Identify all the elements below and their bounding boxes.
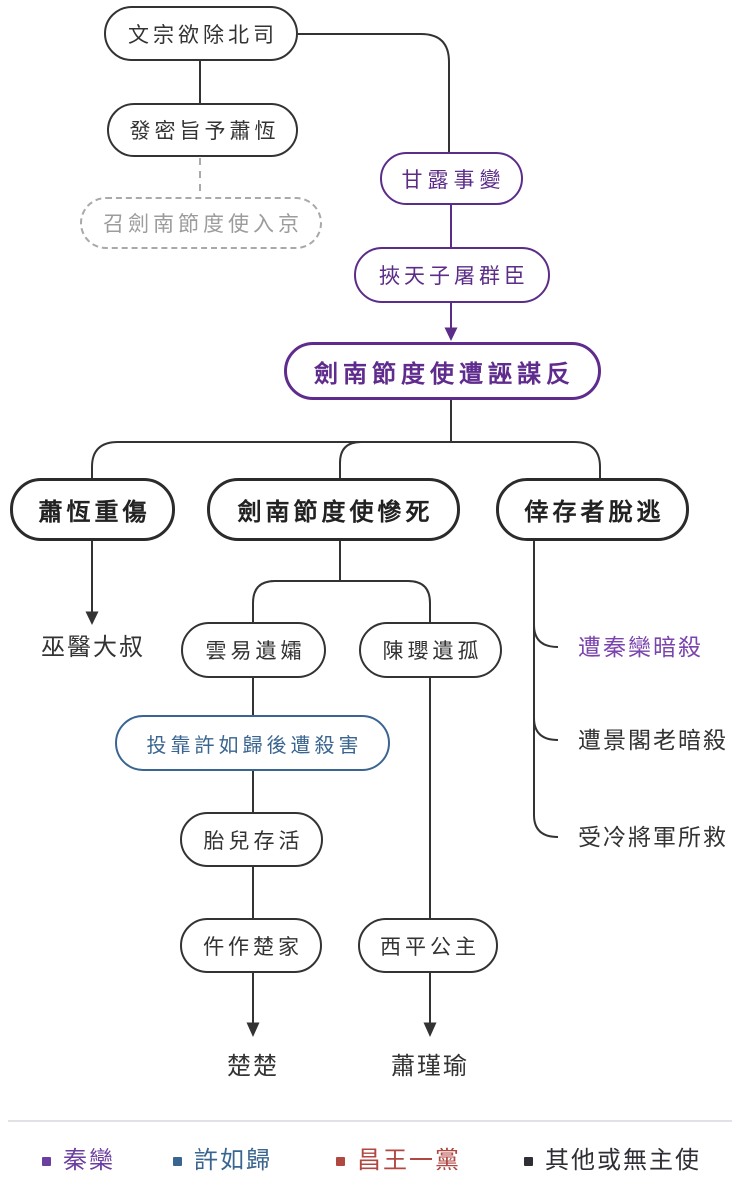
node-secret-edict: 發密旨予蕭恆 — [107, 103, 298, 157]
legend-swatch-dark — [524, 1156, 533, 1166]
legend-item-changwang-faction: 昌王一黨 — [336, 1147, 461, 1175]
legend-swatch-red — [336, 1156, 345, 1166]
legend-label: 其他或無主使 — [545, 1147, 701, 1174]
label-chuchu: 楚楚 — [227, 1053, 279, 1080]
label-wuyi-uncle: 巫醫大叔 — [41, 634, 145, 661]
node-jiedushi-death: 劍南節度使慘死 — [207, 478, 460, 541]
legend-label: 秦欒 — [63, 1147, 115, 1174]
legend-label: 許如歸 — [194, 1147, 272, 1174]
node-killed-after-xuruigui: 投靠許如歸後遭殺害 — [115, 715, 390, 771]
legend-item-other-or-unknown: 其他或無主使 — [524, 1147, 701, 1175]
node-xiping-princess: 西平公主 — [358, 918, 498, 973]
node-coroner-chu-family: 仵作楚家 — [180, 918, 322, 973]
legend-swatch-blue — [173, 1156, 182, 1166]
node-hostage-emperor: 挾天子屠群臣 — [354, 247, 550, 303]
node-chenying-orphan: 陳瓔遺孤 — [359, 622, 502, 678]
node-yunyi-widow: 雲易遺孀 — [181, 622, 326, 678]
label-assassinated-by-qinluan: 遭秦欒暗殺 — [578, 634, 703, 660]
node-fetus-survived: 胎兒存活 — [180, 812, 323, 867]
label-saved-by-general-leng: 受冷將軍所救 — [578, 824, 728, 850]
node-summon-jiannan: 召劍南節度使入京 — [80, 197, 322, 249]
legend-swatch-purple — [42, 1156, 51, 1166]
legend-label: 昌王一黨 — [357, 1147, 461, 1174]
label-xiao-jinyu: 蕭瑾瑜 — [391, 1053, 469, 1080]
legend-item-qinluan: 秦欒 — [42, 1147, 115, 1175]
legend-item-xuruigui: 許如歸 — [173, 1147, 272, 1175]
node-ganlu-incident: 甘露事變 — [380, 152, 523, 205]
node-xiaoheng-injured: 蕭恆重傷 — [10, 478, 175, 541]
node-survivors-escape: 倖存者脫逃 — [496, 478, 689, 541]
label-assassinated-by-jinggelao: 遭景閣老暗殺 — [578, 727, 728, 753]
node-wenzong-plan: 文宗欲除北司 — [104, 6, 298, 61]
legend-divider — [8, 1120, 732, 1122]
node-framed-treason: 劍南節度使遭誣謀反 — [284, 342, 601, 400]
